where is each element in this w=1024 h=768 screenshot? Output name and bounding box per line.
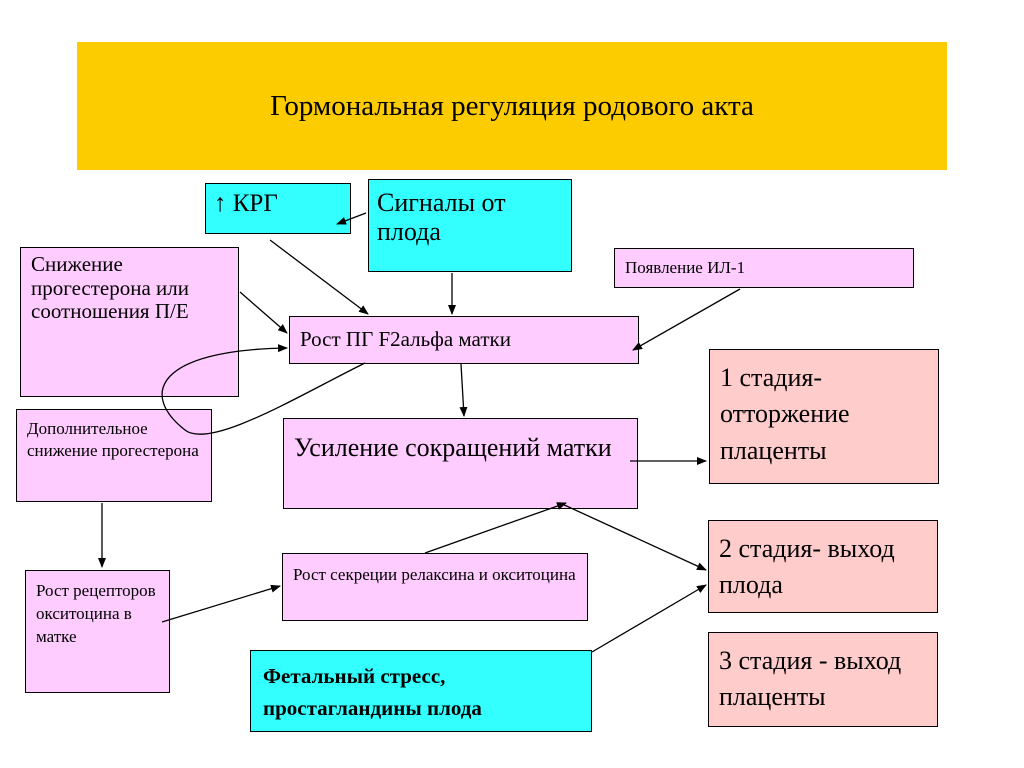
node-krg-label: ↑ КРГ [214, 190, 278, 217]
node-oxytocin-receptors-label: Рост рецепторов окситоцина в матке [36, 581, 156, 646]
diagram-title: Гормональная регуляция родового акта [270, 89, 754, 122]
arrow-il1-to-pg [632, 288, 741, 351]
node-oxytocin-receptors: Рост рецепторов окситоцина в матке [25, 570, 170, 693]
node-stage3-label: 3 стадия - выход плаценты [719, 646, 902, 712]
node-contractions-label: Усиление сокращений матки [294, 433, 612, 462]
node-extra-progesterone-decrease: Дополнительное снижение прогестерона [16, 409, 212, 502]
arrow-curve-feedback [161, 344, 366, 435]
node-stage2-label: 2 стадия- выход плода [719, 534, 895, 600]
node-il1: Появление ИЛ-1 [614, 248, 914, 288]
arrow-relaxin-to-contractions [424, 502, 567, 554]
arrow-progesterone-to-pg [239, 291, 288, 334]
node-extra-progesterone-decrease-label: Дополнительное снижение прогестерона [27, 419, 199, 461]
arrow-pg-to-contractions [459, 363, 468, 417]
node-stage1: 1 стадия- отторжение плаценты [709, 349, 939, 484]
node-stage2: 2 стадия- выход плода [708, 520, 938, 613]
node-krg: ↑ КРГ [205, 183, 351, 234]
node-fetal-stress-label: Фетальный стресс, простагландины плода [263, 664, 482, 720]
node-pg-growth: Рост ПГ F2альфа матки [289, 316, 639, 364]
arrow-receptors-to-relaxin [161, 584, 281, 623]
node-stage3: 3 стадия - выход плаценты [708, 632, 938, 727]
node-stage1-label: 1 стадия- отторжение плаценты [720, 363, 850, 465]
node-fetal-signals: Сигналы от плода [368, 179, 572, 272]
arrow-krg-to-pg [269, 239, 369, 315]
node-contractions: Усиление сокращений матки [283, 418, 638, 509]
node-relaxin-secretion: Рост секреции релаксина и окситоцина [282, 553, 588, 621]
arrow-fetalstress-to-stage2 [591, 584, 707, 653]
node-progesterone-decrease-label: Снижение прогестерона или соотношения П/… [31, 252, 190, 324]
node-progesterone-decrease: Снижение прогестерона или соотношения П/… [20, 247, 239, 397]
arrow-contractions-to-stage2 [559, 502, 707, 571]
node-il1-label: Появление ИЛ-1 [625, 258, 746, 277]
node-pg-growth-label: Рост ПГ F2альфа матки [300, 327, 511, 351]
title-banner: Гормональная регуляция родового акта [77, 42, 947, 170]
node-fetal-signals-label: Сигналы от плода [377, 188, 506, 247]
node-fetal-stress: Фетальный стресс, простагландины плода [250, 650, 592, 732]
arrow-signals-to-krg [336, 212, 367, 225]
node-relaxin-secretion-label: Рост секреции релаксина и окситоцина [293, 565, 576, 584]
